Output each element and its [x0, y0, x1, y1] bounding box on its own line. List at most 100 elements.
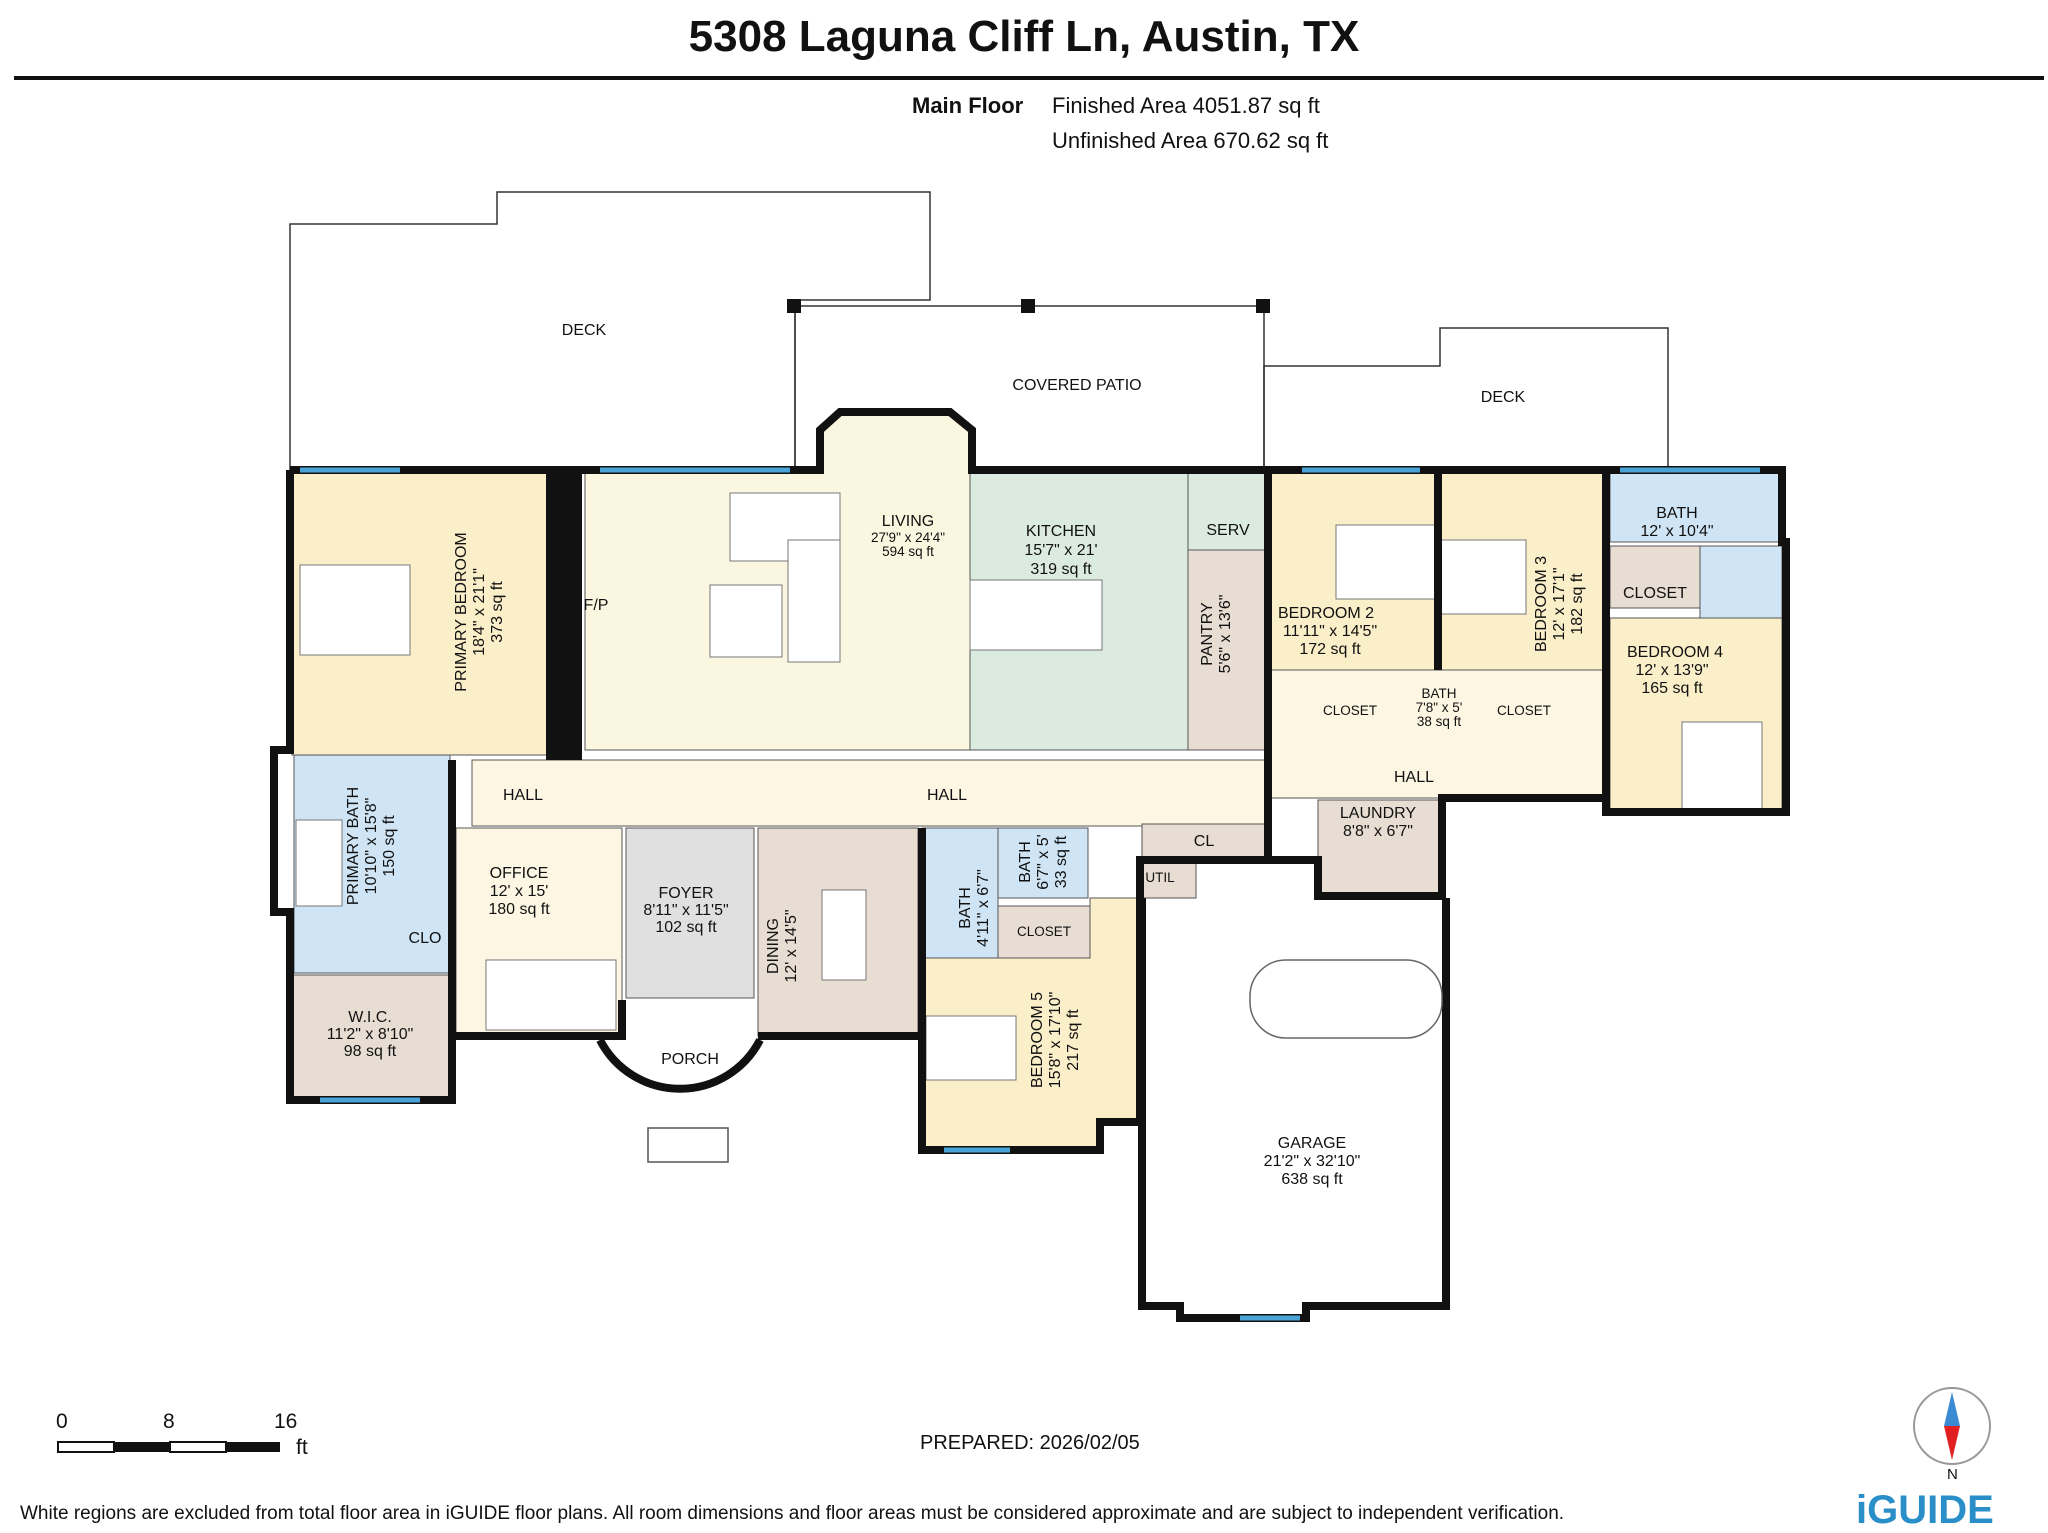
patio-post — [1256, 299, 1270, 313]
prepared-date: PREPARED: 2026/02/05 — [920, 1432, 1140, 1454]
exterior-wall — [270, 470, 626, 1104]
bath-b-area — [997, 827, 1089, 899]
kitchen-area-label: 319 sq ft — [1030, 561, 1092, 578]
wic-area-label: 98 sq ft — [344, 1043, 397, 1060]
compass-north-label: N — [1947, 1466, 1958, 1483]
bedroom3-area-label: 182 sq ft — [1569, 573, 1586, 635]
primary-bath-label: PRIMARY BATH — [345, 787, 362, 905]
garage-car-fixture — [1249, 959, 1443, 1039]
clo-label: CLO — [409, 930, 442, 947]
brand-logo: iGUIDE — [1856, 1488, 1994, 1532]
living-area — [584, 411, 973, 751]
bedroom5-label: BEDROOM 5 — [1029, 992, 1046, 1088]
bed2-fixture — [1335, 524, 1437, 600]
bath-ne-area — [1609, 469, 1783, 543]
unfinished-area-label: Unfinished Area 670.62 sq ft — [1052, 128, 1329, 153]
bedroom5-area-label: 217 sq ft — [1065, 1009, 1082, 1071]
kitchen-dims: 15'7" x 21' — [1024, 542, 1097, 559]
bath-a-label: BATH — [957, 887, 974, 928]
cl-label: CL — [1194, 833, 1215, 850]
scale-label-8: 8 — [163, 1410, 175, 1433]
bath-a-area — [921, 827, 999, 959]
fireplace-wall — [550, 470, 582, 760]
bath-a-dims: 4'11" x 6'7" — [975, 869, 992, 947]
primary-bedroom-dims: 18'4" x 21'1" — [471, 568, 488, 656]
desk-fixture — [485, 959, 617, 1031]
closet-b2-label: CLOSET — [1323, 703, 1377, 718]
deck-left-outline — [289, 191, 931, 470]
scale-label-0: 0 — [56, 1410, 68, 1433]
scale-label-16: 16 — [274, 1410, 298, 1433]
bedroom3-label: BEDROOM 3 — [1533, 556, 1550, 652]
garage-area-label: 638 sq ft — [1281, 1171, 1343, 1188]
bedroom2-dims: 11'11" x 14'5" — [1283, 623, 1377, 640]
header-divider — [14, 76, 2044, 80]
serv-label: SERV — [1206, 522, 1250, 539]
porch-outline — [596, 1038, 764, 1093]
foyer-label: FOYER — [658, 885, 713, 902]
serv-area — [1187, 469, 1269, 551]
scale-bar — [57, 1441, 280, 1453]
bath-mid-label: BATH — [1421, 686, 1456, 701]
sofa-fixture — [787, 539, 841, 663]
deck-right-outline — [1263, 327, 1669, 470]
hall-east-label: HALL — [1394, 769, 1434, 786]
bath-mid-dims: 7'8" x 5' — [1416, 700, 1463, 715]
primary-bath-dims: 10'10" x 15'8" — [363, 798, 380, 895]
closet-ne-label: CLOSET — [1623, 585, 1687, 602]
bath-ne-lower-area — [1699, 545, 1783, 619]
foyer-dims: 8'11" x 11'5" — [643, 902, 728, 919]
bedroom2-area-label: 172 sq ft — [1299, 641, 1361, 658]
hall-main-area — [471, 759, 1271, 827]
bedroom2-label: BEDROOM 2 — [1278, 605, 1374, 622]
cl-area — [1141, 823, 1269, 859]
living-dims: 27'9" x 24'4" — [871, 530, 945, 545]
page-title: 5308 Laguna Cliff Ln, Austin, TX — [688, 12, 1360, 61]
pantry-area — [1187, 549, 1269, 751]
kitchen-label: KITCHEN — [1026, 523, 1096, 540]
laundry-dims: 8'8" x 6'7" — [1343, 823, 1413, 840]
primary-bath-area-label: 150 sq ft — [381, 815, 398, 877]
office-dims: 12' x 15' — [490, 883, 549, 900]
bedroom4-area-label: 165 sq ft — [1641, 680, 1703, 697]
bedroom5-dims: 15'8" x 17'10" — [1047, 992, 1064, 1089]
bed5-fixture — [925, 1015, 1017, 1081]
finished-area-label: Finished Area 4051.87 sq ft — [1052, 93, 1320, 118]
bedroom3-dims: 12' x 17'1" — [1551, 567, 1568, 640]
fireplace-label: F/P — [584, 597, 609, 614]
primary-bed-fixture — [299, 564, 411, 656]
deck-left-label: DECK — [562, 322, 607, 339]
office-label: OFFICE — [490, 865, 549, 882]
floor-name: Main Floor — [912, 93, 1024, 118]
bath-ne-label: BATH — [1656, 505, 1697, 522]
living-label: LIVING — [882, 513, 934, 530]
compass-rose — [1913, 1387, 1991, 1465]
disclaimer: White regions are excluded from total fl… — [20, 1503, 1565, 1524]
kitchen-island-fixture — [969, 579, 1103, 651]
util-area — [1141, 857, 1197, 899]
bedroom4-dims: 12' x 13'9" — [1635, 662, 1708, 679]
util-label: UTIL — [1145, 870, 1175, 885]
hall-main-label: HALL — [927, 787, 967, 804]
wic-label: W.I.C. — [348, 1009, 392, 1026]
living-area-label: 594 sq ft — [882, 544, 934, 559]
closet-b5-label: CLOSET — [1017, 924, 1071, 939]
bath-b-area-label: 33 sq ft — [1053, 835, 1070, 888]
patio-post — [787, 299, 801, 313]
pantry-label: PANTRY — [1199, 602, 1216, 666]
foyer-area — [625, 827, 755, 999]
laundry-area — [1317, 799, 1443, 897]
closet-b3-label: CLOSET — [1497, 703, 1551, 718]
bedroom4-label: BEDROOM 4 — [1627, 644, 1723, 661]
office-area-label: 180 sq ft — [488, 901, 550, 918]
pantry-dims: 5'6" x 13'6" — [1217, 595, 1234, 674]
scale-unit: ft — [296, 1436, 308, 1459]
dining-label: DINING — [765, 918, 782, 974]
foyer-area-label: 102 sq ft — [655, 919, 717, 936]
bath-ne-dims: 12' x 10'4" — [1640, 523, 1713, 540]
bath-mid-area-label: 38 sq ft — [1417, 714, 1462, 729]
wic-dims: 11'2" x 8'10" — [327, 1026, 414, 1043]
bathtub-fixture — [295, 819, 343, 907]
covered-patio-label: COVERED PATIO — [1012, 377, 1141, 394]
